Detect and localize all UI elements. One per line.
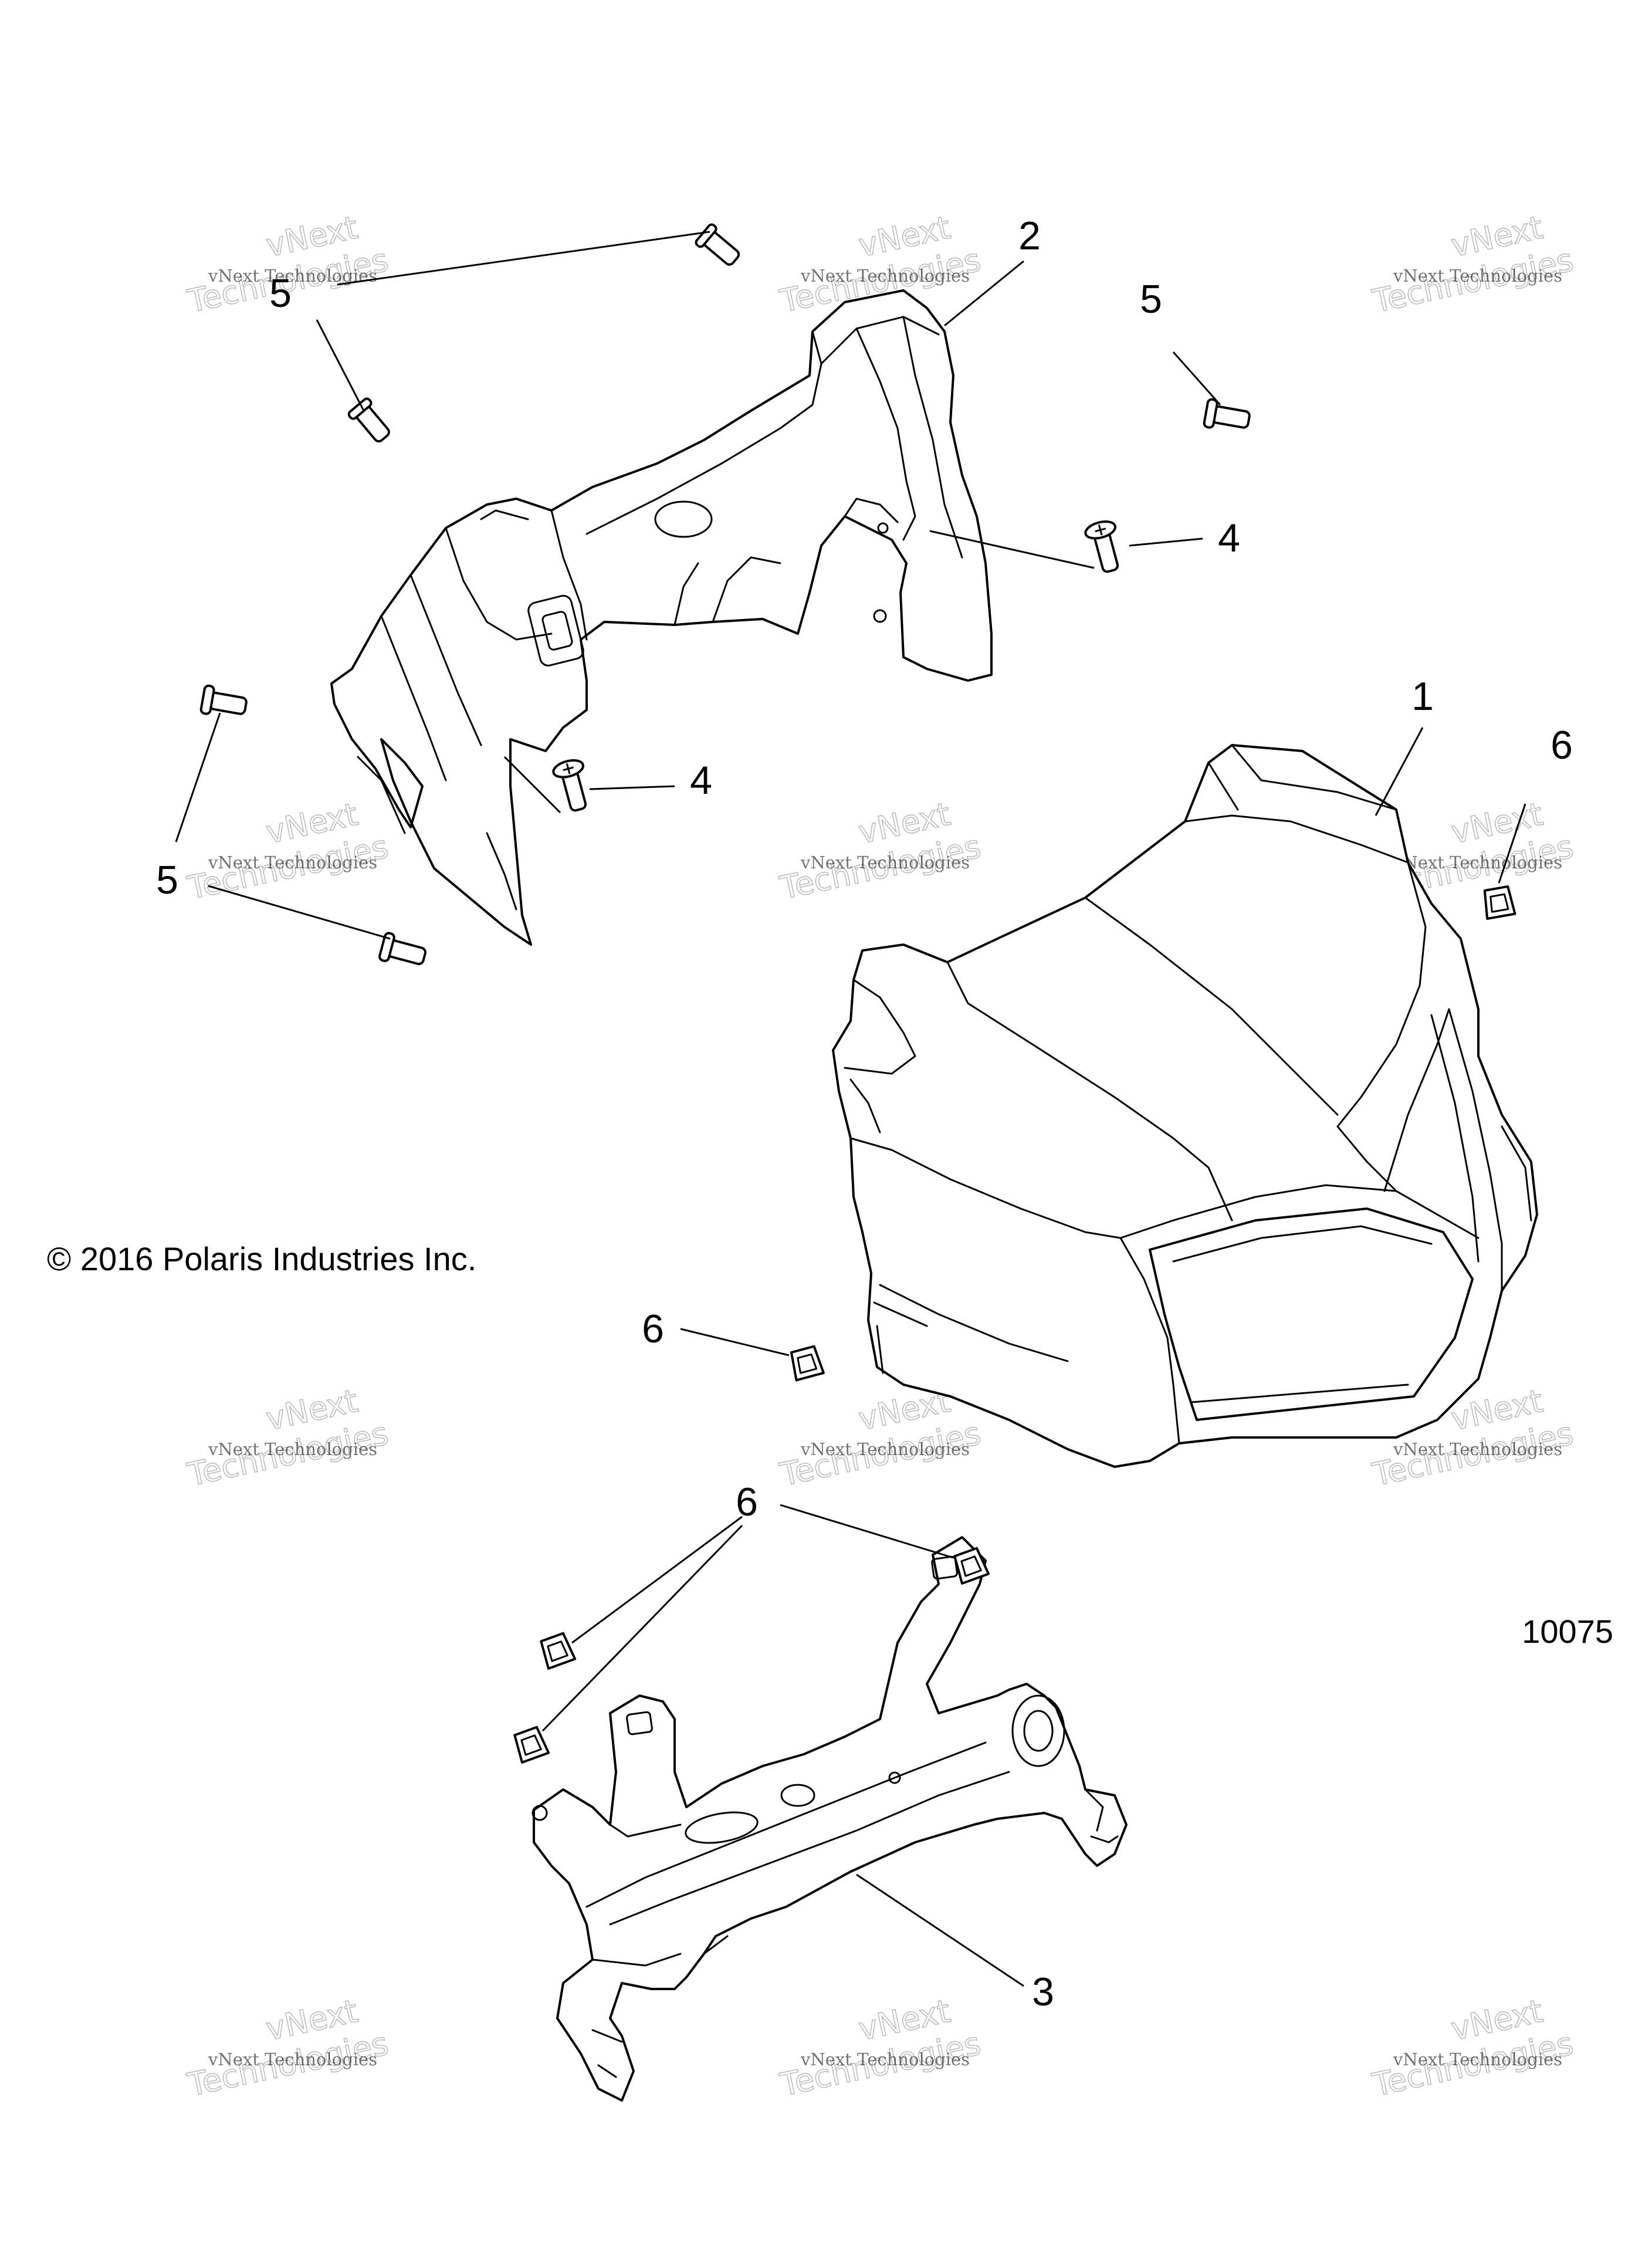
watermark: vNext Technologies vNext Technologies — [776, 208, 984, 320]
leader-5b — [316, 319, 365, 411]
leader-5d — [175, 712, 221, 843]
watermark: vNext Technologies vNext Technologies — [184, 1382, 392, 1494]
part-1-headlight-assembly — [832, 744, 1538, 1468]
leader-6b — [680, 1328, 790, 1356]
part-2-upper-housing — [330, 289, 993, 946]
watermark-text: vNext Technologies — [800, 853, 970, 872]
leader-4b — [589, 785, 675, 790]
callout-4-right: 4 — [1218, 516, 1240, 560]
part-3-mounting-bracket — [532, 1536, 1128, 2102]
watermark: vNext Technologies vNext Technologies — [776, 795, 984, 907]
watermark-text: vNext Technologies — [1393, 2049, 1562, 2069]
callouts: 1 2 3 4 4 5 5 5 5 6 6 6 — [156, 214, 1573, 2014]
copyright-notice: © 2016 Polaris Industries Inc. — [47, 1240, 476, 1277]
watermark: vNext Technologies vNext Technologies — [1369, 1992, 1577, 2104]
bracket-tab-hole — [626, 1711, 653, 1736]
callout-5-mid-left: 5 — [156, 858, 178, 902]
watermark: vNext Technologies vNext Technologies — [776, 1992, 984, 2104]
bracket-grommet — [1011, 1694, 1065, 1767]
leader-6d — [571, 1515, 743, 1644]
bracket-tab-hole — [931, 1555, 958, 1580]
callout-1: 1 — [1411, 674, 1434, 719]
callout-3: 3 — [1032, 1970, 1054, 2014]
connector-socket — [527, 594, 584, 667]
leader-1 — [1375, 727, 1424, 816]
leader-5e — [208, 885, 391, 940]
figure-number: 10075 — [1522, 1613, 1613, 1650]
leader-5a — [337, 231, 710, 286]
leader-4a-to-housing — [929, 530, 1095, 569]
callout-6-right: 6 — [1551, 723, 1573, 767]
leader-6e — [541, 1524, 743, 1732]
leader-4a — [1129, 537, 1203, 547]
watermark-text: vNext Technologies — [208, 853, 377, 872]
watermark-text: vNext Technologies — [800, 1439, 970, 1459]
leader-lines — [175, 231, 1526, 1987]
clip-6-bottom-left-upper — [540, 1632, 577, 1670]
watermark-text: vNext Technologies — [1393, 1439, 1562, 1459]
watermark: vNext Technologies vNext Technologies — [184, 795, 392, 907]
fastener-4-right — [1084, 520, 1119, 573]
leader-4b-to-housing — [503, 756, 561, 814]
clip-6-bottom-right — [953, 1547, 990, 1585]
watermark: vNext Technologies vNext Technologies — [1369, 208, 1577, 320]
callout-5-top-left: 5 — [269, 271, 292, 316]
mount-hole — [654, 500, 713, 538]
watermark-text: vNext Technologies — [208, 2049, 377, 2069]
clip-6-center — [790, 1345, 825, 1382]
watermark-text: vNext Technologies — [800, 2049, 970, 2069]
fastener-5-left — [347, 397, 390, 443]
leader-5c — [1172, 351, 1221, 405]
watermark-text: vNext Technologies — [800, 266, 970, 286]
bracket-center-hole — [685, 1811, 759, 1844]
callout-6-center: 6 — [642, 1307, 664, 1351]
watermark-text: vNext Technologies — [1393, 853, 1562, 872]
fastener-5-bottom-left — [378, 932, 427, 965]
leader-6c — [780, 1504, 954, 1559]
callout-2: 2 — [1018, 214, 1041, 258]
watermark: vNext Technologies vNext Technologies — [184, 1992, 392, 2104]
fastener-5-top — [695, 223, 740, 266]
watermark-text: vNext Technologies — [208, 1439, 377, 1459]
fastener-5-mid-left — [199, 684, 248, 715]
callout-6-bottom: 6 — [736, 1480, 758, 1524]
callout-5-top-right: 5 — [1140, 277, 1162, 322]
callout-4-left: 4 — [690, 758, 712, 803]
watermark: vNext Technologies vNext Technologies — [776, 1382, 984, 1494]
fastener-5-right — [1203, 398, 1251, 429]
watermark-text: vNext Technologies — [1393, 266, 1562, 286]
leader-2 — [944, 260, 1024, 327]
fastener-4-left — [552, 759, 587, 812]
clip-6-right — [1483, 885, 1516, 920]
leader-6a — [1498, 803, 1526, 884]
clip-6-bottom-left-lower — [513, 1726, 550, 1764]
headlight-lens — [1149, 1207, 1474, 1421]
leader-3 — [856, 1873, 1024, 1987]
